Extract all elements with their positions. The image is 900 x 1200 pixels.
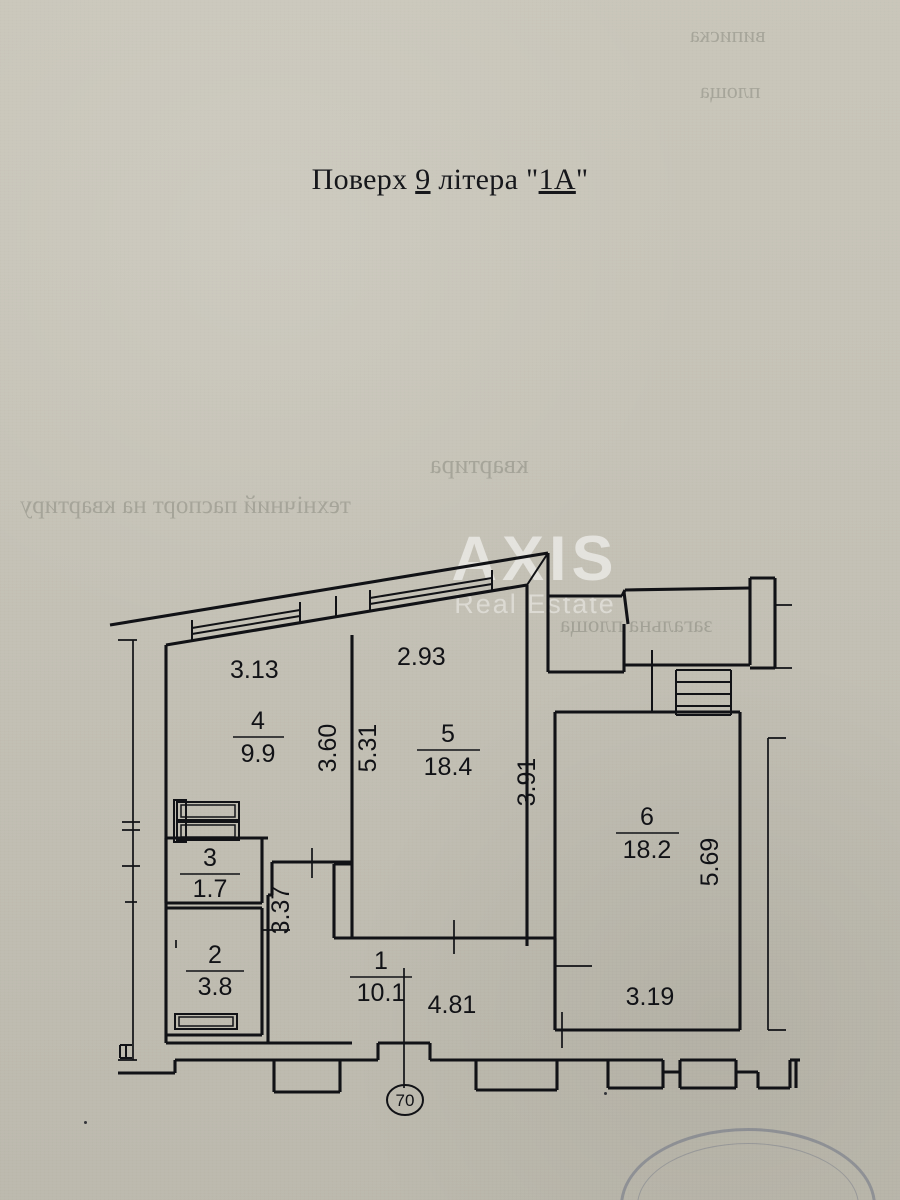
dimension-top-left: 3.13 <box>230 656 279 684</box>
upper-right-corridor-block <box>546 553 777 674</box>
title-prefix: Поверх <box>311 163 408 196</box>
internal-dimension-ticks <box>175 848 592 1088</box>
room-3-area: 1.7 <box>193 875 228 903</box>
dimension-vertical-5-69: 5.69 <box>696 838 724 887</box>
title-quote-close: " <box>575 163 589 196</box>
room-5-area: 18.4 <box>424 753 473 781</box>
room-6-label: 6 18.2 <box>616 803 679 864</box>
room-5-label: 5 18.4 <box>417 720 480 781</box>
room-3-number: 3 <box>203 844 217 872</box>
title-quote-open: " <box>526 163 539 196</box>
bottom-exterior-wall <box>118 1041 800 1094</box>
right-dimension-line <box>762 578 792 1031</box>
room-2-fixture-icon <box>174 1013 238 1030</box>
title-building-letter: 1А <box>538 163 576 196</box>
room-1-number: 1 <box>374 947 388 975</box>
room-1-area: 10.1 <box>357 979 406 1007</box>
ink-speck-2 <box>604 1092 607 1095</box>
room-3-label: 3 1.7 <box>180 844 240 903</box>
room-6-number: 6 <box>640 803 654 831</box>
dimension-vertical-5-31: 5.31 <box>354 724 382 773</box>
room-5-number: 5 <box>441 720 455 748</box>
dimension-vertical-3-37: 3.37 <box>267 886 295 935</box>
room-4-label: 4 9.9 <box>233 707 284 768</box>
title-middle-word: літера <box>438 163 519 196</box>
room-3-walls <box>164 838 264 905</box>
bottom-left-wall-end-marker <box>119 1044 132 1059</box>
room-6-area: 18.2 <box>623 836 672 864</box>
room-6-walls <box>553 710 742 1032</box>
room-4-area: 9.9 <box>241 740 276 768</box>
dimension-top-right: 2.93 <box>397 643 446 671</box>
bathroom-fixture-icons <box>173 799 240 843</box>
apartment-number-marker: 70 <box>386 1084 424 1116</box>
page-title: Поверх 9 літера "1А" <box>0 163 900 197</box>
room-4-number: 4 <box>251 707 265 735</box>
title-floor-number: 9 <box>415 163 431 196</box>
stair-hatching <box>675 669 732 716</box>
ink-speck-1 <box>84 1121 87 1124</box>
room-2-label: 2 3.8 <box>186 941 244 1001</box>
left-dimension-line <box>118 639 140 1061</box>
room-2-number: 2 <box>208 941 222 969</box>
dimension-bottom-right: 3.19 <box>626 983 675 1011</box>
room-1-label: 1 10.1 <box>350 947 412 1007</box>
top-angled-exterior-wall <box>109 551 549 647</box>
apartment-number-text: 70 <box>396 1091 415 1110</box>
room-2-area: 3.8 <box>198 973 233 1001</box>
dimension-vertical-3-91: 3.91 <box>513 758 541 807</box>
dimension-bottom-mid: 4.81 <box>428 991 477 1019</box>
room-1-walls <box>268 936 557 1045</box>
dimension-vertical-3-60: 3.60 <box>314 724 342 773</box>
